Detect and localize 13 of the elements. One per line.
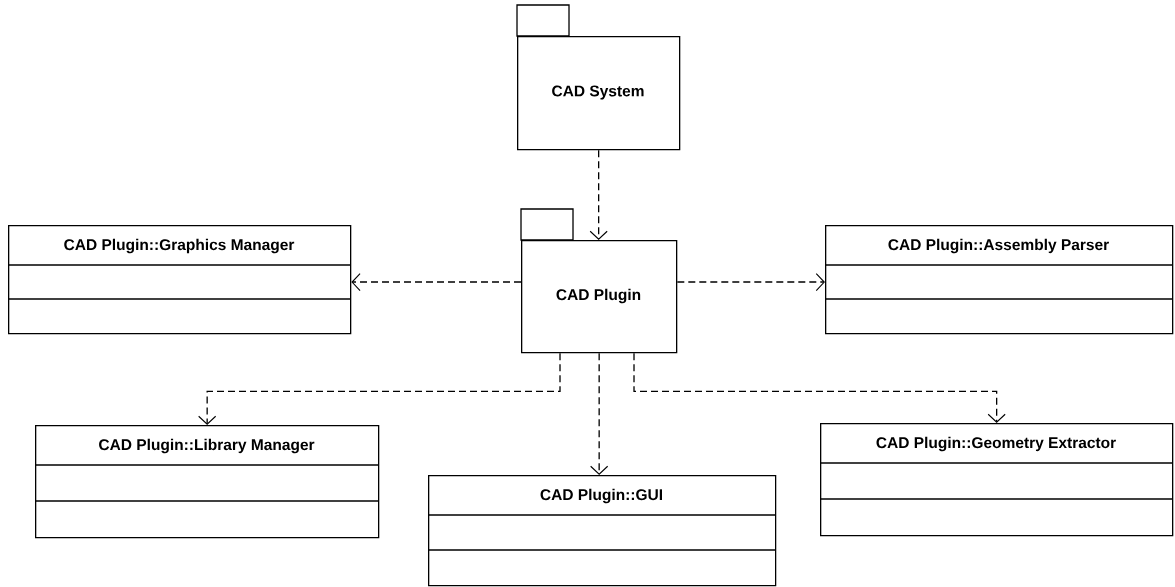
dependency-arrow [589,149,608,240]
dependency-arrow [198,352,561,425]
dependency-arrow [590,352,609,475]
class-box: CAD Plugin::Graphics Manager [7,225,352,335]
package-box: CAD Plugin [520,208,678,354]
dependency-arrow [351,272,522,292]
class-box: CAD Plugin::Assembly Parser [824,225,1174,335]
class-box: CAD Plugin::Library Manager [34,425,380,539]
dependency-arrow [633,352,1006,423]
class-box: CAD Plugin::GUI [427,475,777,587]
class-box: CAD Plugin::Geometry Extractor [819,423,1174,537]
dependency-arrow [676,272,825,292]
package-box: CAD System [516,4,681,151]
